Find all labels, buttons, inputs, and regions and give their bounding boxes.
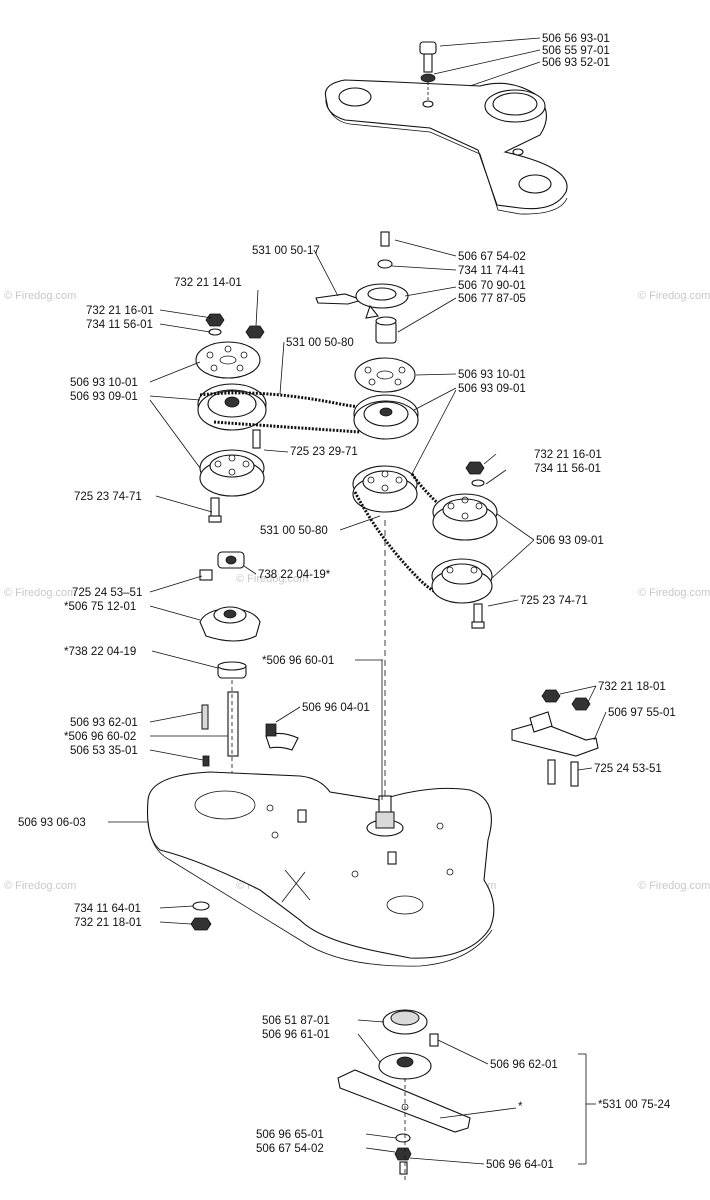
part-label: 506 96 65-01 xyxy=(256,1129,324,1141)
part-label: *738 22 04-19 xyxy=(64,646,136,658)
right-pulley-stack xyxy=(431,461,498,629)
part-labels: 506 56 93-01 506 55 97-01 506 93 52-01 5… xyxy=(18,33,676,1171)
part-label: 725 24 53–51 xyxy=(72,587,142,599)
part-label: 531 00 50-80 xyxy=(286,337,354,349)
part-label: *506 75 12-01 xyxy=(64,601,136,613)
part-label: 732 21 16-01 xyxy=(534,449,602,461)
part-label: 725 23 74-71 xyxy=(520,595,588,607)
part-label: 738 22 04-19* xyxy=(258,569,331,581)
watermark: © Firedog.com xyxy=(4,587,76,599)
top-bracket xyxy=(324,41,568,215)
part-label: 725 24 53-51 xyxy=(594,763,662,775)
part-label: *506 96 60-01 xyxy=(262,655,334,667)
mower-deck xyxy=(146,771,495,967)
part-label: 734 11 74-41 xyxy=(458,265,525,277)
part-label: 531 00 50-80 xyxy=(260,525,328,537)
part-label: 506 56 93-01 xyxy=(542,33,610,45)
watermark: © Firedog.com xyxy=(4,290,76,302)
part-label: 506 93 10-01 xyxy=(458,369,526,381)
part-label: 506 77 87-05 xyxy=(458,293,526,305)
watermark: © Firedog.com xyxy=(236,573,308,585)
part-label: 506 93 06-03 xyxy=(18,817,86,829)
part-label: 506 96 61-01 xyxy=(262,1029,330,1041)
part-label: 506 96 64-01 xyxy=(486,1159,554,1171)
part-label: 506 93 62-01 xyxy=(70,717,138,729)
part-label: 506 93 52-01 xyxy=(542,57,610,69)
part-label: 732 21 14-01 xyxy=(174,277,242,289)
watermark: © Firedog.com xyxy=(638,587,710,599)
part-label: 732 21 18-01 xyxy=(74,917,142,929)
left-pulley-stack xyxy=(195,313,267,523)
deck-washer xyxy=(192,901,210,911)
deck-nut xyxy=(190,917,212,931)
part-label: 506 93 10-01 xyxy=(70,377,138,389)
part-label: 506 70 90-01 xyxy=(458,280,526,292)
part-label: 531 00 50-17 xyxy=(252,245,320,257)
part-label: 725 23 74-71 xyxy=(74,491,142,503)
center-pulley-stack xyxy=(352,357,419,513)
part-label: 506 96 62-01 xyxy=(490,1059,558,1071)
idler-pulley xyxy=(315,231,409,344)
part-label: 506 55 97-01 xyxy=(542,45,610,57)
part-label: 506 51 87-01 xyxy=(262,1015,330,1027)
part-label: *506 96 60-02 xyxy=(64,731,136,743)
part-label: 506 96 04-01 xyxy=(302,702,370,714)
part-label: 506 53 35-01 xyxy=(70,745,138,757)
part-label: 506 67 54-02 xyxy=(458,251,526,263)
part-label: 734 11 56-01 xyxy=(534,463,601,475)
part-label: 506 93 09-01 xyxy=(536,535,604,547)
right-bracket xyxy=(511,689,599,787)
part-label: 734 11 56-01 xyxy=(86,319,153,331)
part-label: 506 67 54-02 xyxy=(256,1143,324,1155)
part-label: 506 93 09-01 xyxy=(458,383,526,395)
part-label: 734 11 64-01 xyxy=(74,903,141,915)
part-label: 732 21 18-01 xyxy=(598,681,666,693)
part-label: *531 00 75-24 xyxy=(598,1099,671,1111)
watermark: © Firedog.com xyxy=(638,880,710,892)
part-label: * xyxy=(518,1101,523,1113)
spindle-assembly xyxy=(199,551,261,790)
blade-assembly xyxy=(337,1009,471,1180)
part-label: 732 21 16-01 xyxy=(86,305,154,317)
watermark: © Firedog.com xyxy=(4,880,76,892)
watermark: © Firedog.com xyxy=(638,290,710,302)
part-label: 506 93 09-01 xyxy=(70,391,138,403)
part-label: 506 97 55-01 xyxy=(608,707,676,719)
part-label: 725 23 29-71 xyxy=(290,446,358,458)
leader-lines xyxy=(108,37,607,1165)
